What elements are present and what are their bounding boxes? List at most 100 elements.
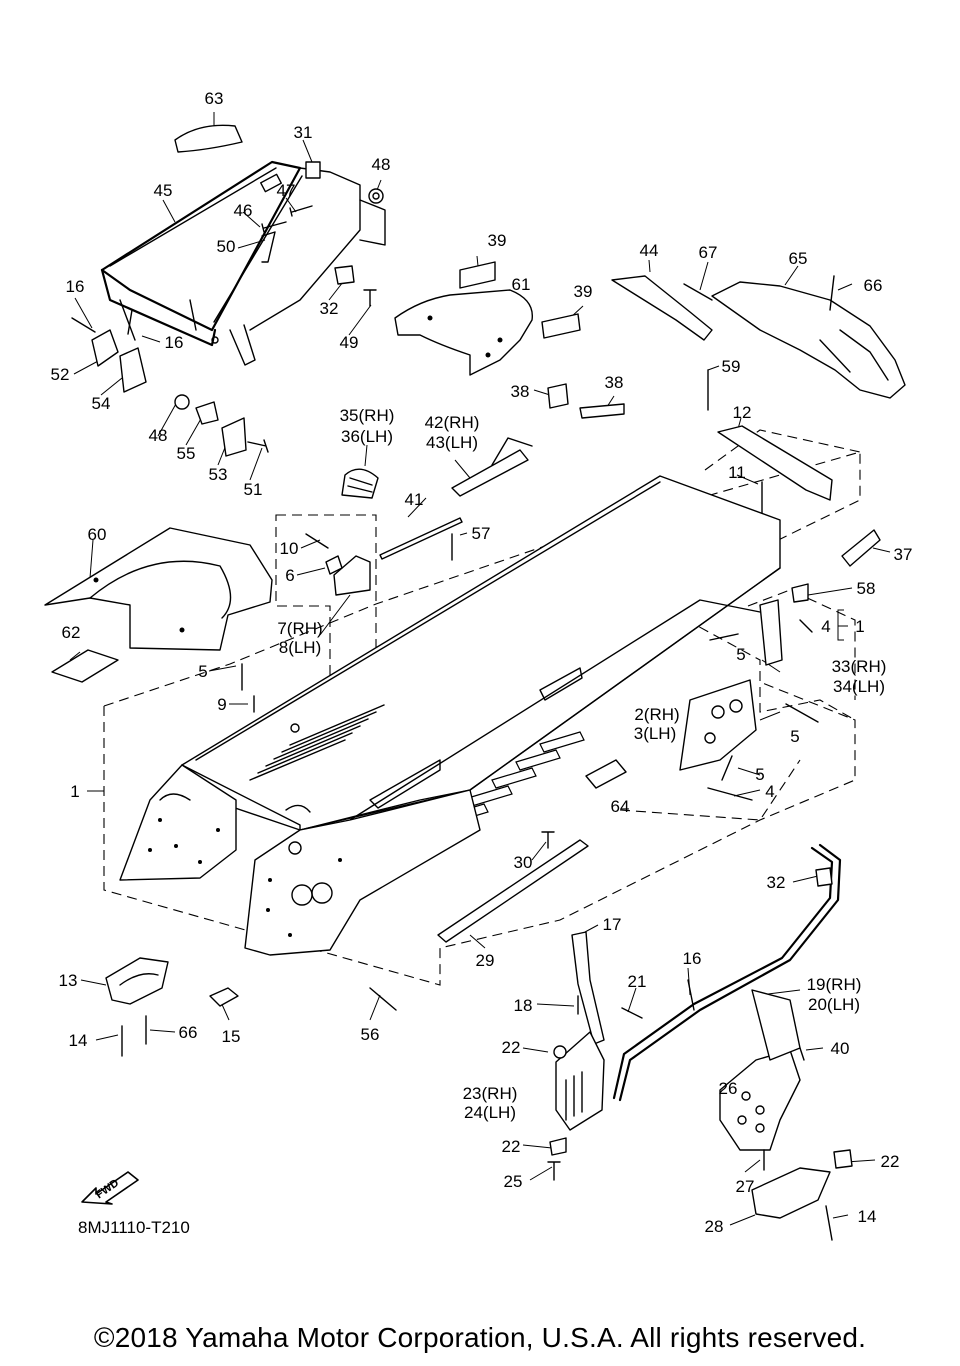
callout-14: 14	[69, 1031, 88, 1050]
callout-57: 57	[472, 524, 491, 543]
callout-61: 61	[512, 275, 531, 294]
rail-41	[379, 517, 463, 560]
rail-42-43	[451, 449, 529, 497]
callout-47: 47	[277, 181, 296, 200]
rivet-67	[683, 283, 713, 301]
callout-2-3-lh: 3(LH)	[634, 724, 677, 743]
callout-18: 18	[514, 996, 533, 1015]
callout-25: 25	[504, 1172, 523, 1191]
snow-flap-60	[44, 527, 273, 651]
callout-46: 46	[234, 201, 253, 220]
callout-54: 54	[92, 394, 111, 413]
tunnel-side-right	[244, 789, 481, 956]
rivet-4-upper	[709, 633, 739, 641]
callout-31: 31	[294, 123, 313, 142]
callout-27: 27	[736, 1177, 755, 1196]
callout-7-8-lh: 8(LH)	[279, 638, 322, 657]
nut-6	[325, 555, 343, 575]
bracket-17	[571, 931, 605, 1045]
callout-39: 39	[574, 282, 593, 301]
bolt-40	[799, 1047, 805, 1061]
callout-63: 63	[205, 89, 224, 108]
nut-48-upper	[368, 188, 384, 204]
callout-23-24-lh: 24(LH)	[464, 1103, 516, 1122]
seat-rack	[100, 160, 386, 366]
callout-67: 67	[699, 243, 718, 262]
footrest-26	[719, 1049, 801, 1151]
callout-59: 59	[722, 357, 741, 376]
callout-23-24-rh: 23(RH)	[463, 1084, 518, 1103]
decal-62	[51, 649, 119, 683]
callout-9: 9	[217, 695, 226, 714]
callout-64: 64	[611, 797, 630, 816]
callout-1-left: 1	[70, 782, 79, 801]
callout-52: 52	[51, 365, 70, 384]
callout-5: 5	[198, 662, 207, 681]
callout-49: 49	[340, 333, 359, 352]
deflector-35-36	[341, 468, 379, 499]
callout-40: 40	[831, 1039, 850, 1058]
callout-30: 30	[514, 853, 533, 872]
bolt-49	[363, 289, 377, 307]
callout-12: 12	[733, 403, 752, 422]
rivet-5-lower	[721, 755, 733, 781]
callout-42-43-lh: 43(LH)	[426, 433, 478, 452]
flap-44	[611, 275, 713, 341]
bracket-53	[221, 417, 247, 457]
pad-39-right	[541, 313, 581, 339]
callout-11: 11	[728, 463, 746, 482]
bolt-47	[289, 205, 313, 217]
callout-56: 56	[361, 1025, 380, 1044]
callout-55: 55	[177, 444, 196, 463]
rear-cover-65	[711, 281, 906, 399]
bracket-54	[119, 347, 147, 393]
callout-39: 39	[488, 231, 507, 250]
bracket-23-24	[555, 1031, 605, 1131]
bracket-52	[91, 329, 119, 367]
bolt-30	[541, 831, 555, 849]
callout-15: 15	[222, 1027, 241, 1046]
callout-10: 10	[280, 539, 299, 558]
nut-22-right	[833, 1149, 853, 1169]
callout-32: 32	[320, 299, 339, 318]
clip-32-lower	[815, 867, 833, 887]
bracket-33-34	[759, 599, 783, 666]
copyright-notice: ©2018 Yamaha Motor Corporation, U.S.A. A…	[93, 1322, 867, 1353]
callout-4: 4	[821, 617, 830, 636]
rivet-56	[369, 987, 397, 1011]
callout-51: 51	[244, 480, 263, 499]
callout-labels: 63 31 48 45 47 46 50 32 49 16 16 52 54 4…	[51, 89, 913, 1236]
callout-53: 53	[209, 465, 228, 484]
callout-45: 45	[154, 181, 173, 200]
plate-15	[209, 987, 239, 1007]
callout-33-34-lh: 34(LH)	[833, 677, 885, 696]
rivet-4-lower	[707, 787, 753, 801]
drawing-code: 8MJ1110-T210	[78, 1218, 190, 1237]
callout-66: 66	[864, 276, 883, 295]
strip-38-right	[579, 403, 625, 419]
callout-38: 38	[605, 373, 624, 392]
callout-7-8-rh: 7(RH)	[277, 619, 322, 638]
bracket-2-3	[679, 679, 757, 771]
rivet-16-lower	[687, 979, 695, 1011]
bracket-12	[717, 425, 833, 501]
nut-22-middle	[549, 1137, 567, 1156]
callout-19-20-lh: 20(LH)	[808, 995, 860, 1014]
clip-58	[791, 583, 809, 603]
clip-31	[305, 161, 321, 179]
bracket-7-8	[333, 555, 371, 596]
callout-5: 5	[755, 765, 764, 784]
rail-cover-29	[437, 839, 589, 943]
callout-2-3-rh: 2(RH)	[634, 705, 679, 724]
hitch-13	[105, 957, 169, 1005]
callout-29: 29	[476, 951, 495, 970]
rivet-14-right	[825, 1205, 833, 1241]
bolt-46	[261, 221, 287, 233]
callout-22: 22	[502, 1038, 521, 1057]
callout-38: 38	[511, 382, 530, 401]
callout-66: 66	[179, 1023, 198, 1042]
bolt-51	[247, 439, 269, 453]
rivet-10	[305, 533, 329, 549]
callout-1-right: 1	[855, 617, 864, 636]
callout-5: 5	[736, 645, 745, 664]
